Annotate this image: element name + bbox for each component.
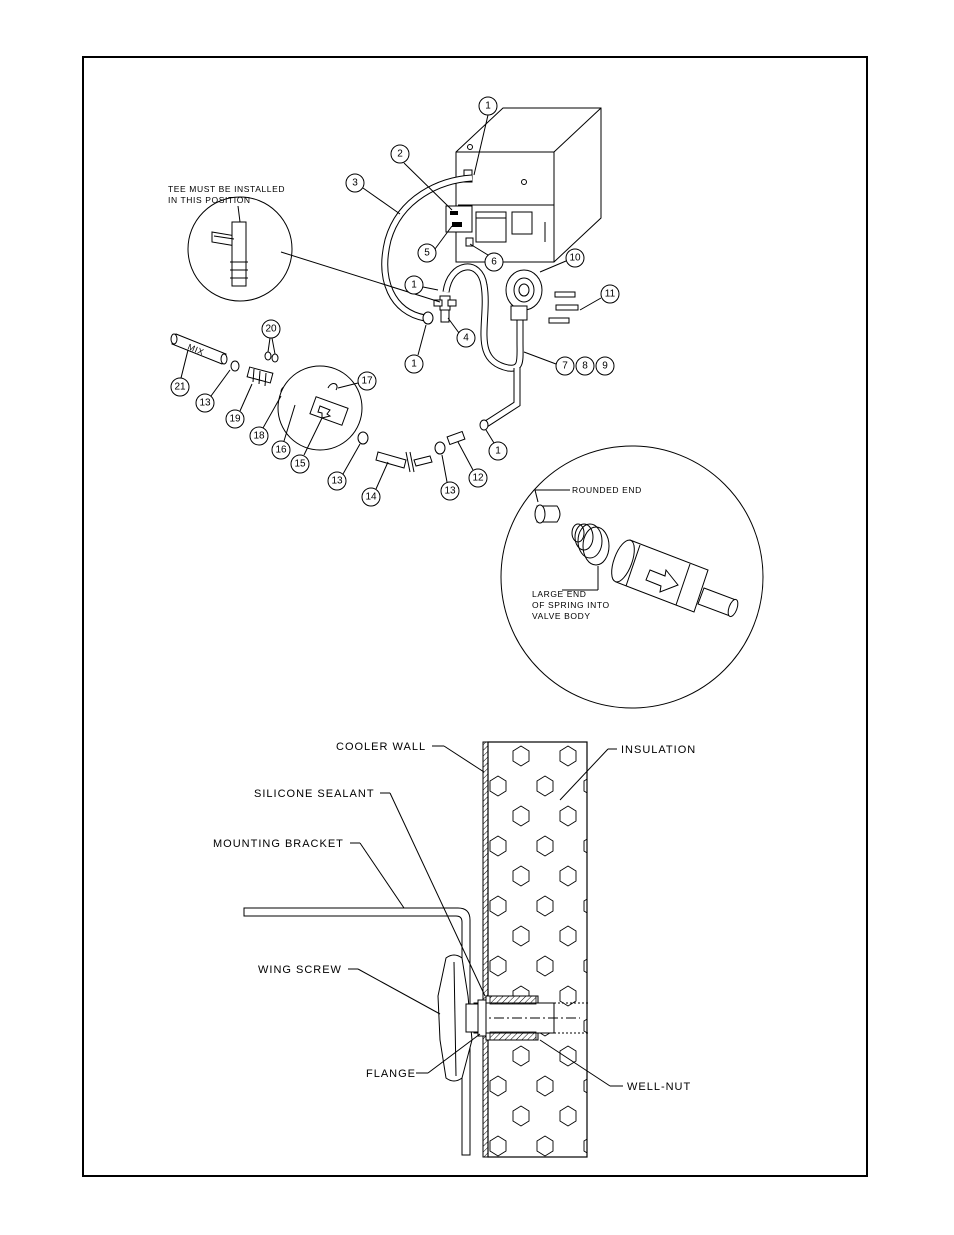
callout-5: 5 <box>417 225 453 263</box>
svg-text:13: 13 <box>199 398 211 409</box>
silicone-sealant-label: SILICONE SEALANT <box>254 788 375 800</box>
tee-detail-circle: TEE MUST BE INSTALLED IN THIS POSITION <box>168 184 441 303</box>
callout-2: 2 <box>390 144 453 211</box>
callout-1: 1 <box>404 275 439 295</box>
callout-3: 3 <box>345 173 401 215</box>
callout-17: 17 <box>337 371 377 391</box>
part-21-label: MIX <box>186 342 205 358</box>
svg-text:19: 19 <box>229 414 241 425</box>
svg-text:16: 16 <box>275 445 287 456</box>
svg-text:8: 8 <box>582 361 588 372</box>
svg-text:3: 3 <box>352 178 358 189</box>
svg-text:4: 4 <box>463 333 469 344</box>
mounting-bracket <box>243 907 471 1156</box>
callout-13: 13 <box>327 443 361 491</box>
callout-10: 10 <box>539 248 585 273</box>
dispenser-unit <box>445 107 602 263</box>
callout-4: 4 <box>447 317 476 348</box>
svg-text:18: 18 <box>253 431 265 442</box>
svg-text:5: 5 <box>424 248 430 259</box>
callout-11: 11 <box>579 284 620 311</box>
callout-19: 19 <box>225 383 253 429</box>
callout-8: 8 <box>575 356 595 376</box>
tee-note-line-2: IN THIS POSITION <box>168 195 251 205</box>
callout-7: 7 <box>523 351 575 376</box>
svg-text:21: 21 <box>174 382 186 393</box>
valve-detail: ROUNDED END LARGE END OF SPRING INTO VAL… <box>500 445 764 709</box>
svg-text:17: 17 <box>361 376 373 387</box>
insulation-panel <box>487 741 588 1158</box>
svg-text:15: 15 <box>294 459 306 470</box>
callout-6: 6 <box>469 243 504 272</box>
svg-text:2: 2 <box>397 149 403 160</box>
callout-13: 13 <box>440 454 460 501</box>
page-border <box>82 56 868 1177</box>
svg-text:1: 1 <box>411 359 417 370</box>
mounting-bracket-label: MOUNTING BRACKET <box>213 838 344 850</box>
svg-text:14: 14 <box>365 492 377 503</box>
spring-note-line-2: OF SPRING INTO <box>532 600 610 610</box>
callout-1: 1 <box>404 324 427 374</box>
callout-16: 16 <box>271 404 296 460</box>
callout-20: 20 <box>261 319 281 355</box>
small-parts: MIX <box>170 333 466 473</box>
callout-9: 9 <box>595 356 615 376</box>
insulation-label: INSULATION <box>621 744 696 756</box>
svg-text:1: 1 <box>411 280 417 291</box>
well-nut-label: WELL-NUT <box>627 1081 691 1093</box>
cooler-wall-label: COOLER WALL <box>336 741 426 753</box>
callout-14: 14 <box>361 461 389 507</box>
tee-fitting <box>433 295 457 323</box>
spring <box>571 523 610 566</box>
wall-section: COOLER WALL INSULATION SILICONE SEALANT … <box>213 741 696 1158</box>
spring-note-line-1: LARGE END <box>532 589 587 599</box>
cooler-wall-skin <box>482 741 489 1158</box>
wing-screw <box>437 954 479 1082</box>
callout-15: 15 <box>290 417 323 474</box>
callout-1: 1 <box>485 429 508 461</box>
tee-note-line-1: TEE MUST BE INSTALLED <box>168 184 285 194</box>
svg-text:13: 13 <box>444 486 456 497</box>
wing-screw-label: WING SCREW <box>258 964 342 976</box>
exploded-view: TEE MUST BE INSTALLED IN THIS POSITION M… <box>168 96 620 507</box>
rounded-end-label: ROUNDED END <box>572 485 642 495</box>
callout-1: 1 <box>473 96 498 176</box>
svg-text:7: 7 <box>562 361 568 372</box>
bracket-ring <box>505 269 579 324</box>
callouts: 1 2 3 5 6 10 1 11 4 1 20 17 7 8 9 21 13 … <box>170 96 620 507</box>
svg-text:1: 1 <box>485 101 491 112</box>
callout-12: 12 <box>457 441 488 488</box>
svg-text:9: 9 <box>602 361 608 372</box>
tubing <box>381 174 524 431</box>
svg-text:6: 6 <box>491 257 497 268</box>
callout-21: 21 <box>170 349 190 397</box>
spring-note-line-3: VALVE BODY <box>532 611 591 621</box>
svg-text:10: 10 <box>569 253 581 264</box>
svg-text:11: 11 <box>605 289 616 300</box>
svg-text:13: 13 <box>331 476 343 487</box>
callout-18: 18 <box>249 395 282 446</box>
svg-text:20: 20 <box>265 324 277 335</box>
valve-body <box>611 539 739 618</box>
svg-text:1: 1 <box>495 446 501 457</box>
callout-13: 13 <box>195 369 231 413</box>
flange-label: FLANGE <box>366 1068 416 1080</box>
svg-text:12: 12 <box>472 473 484 484</box>
